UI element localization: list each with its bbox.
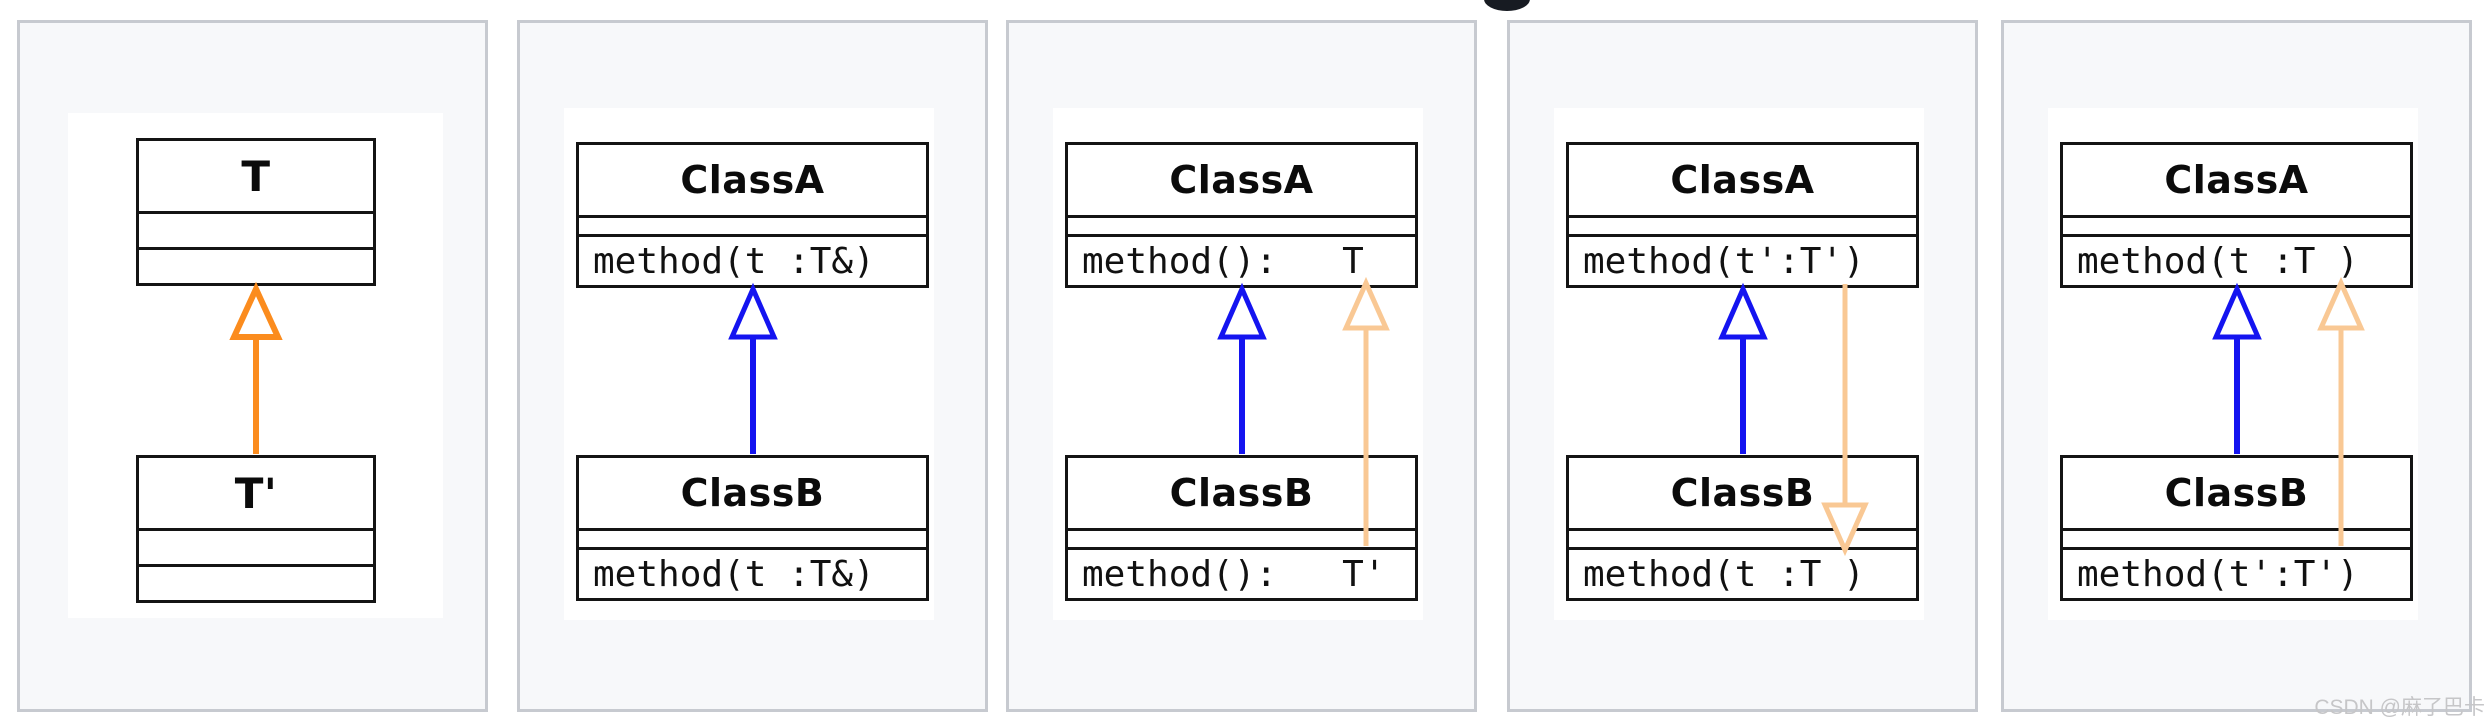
diagram-panel-4: ClassA method(t':T') ClassB method(t :T … xyxy=(1507,20,1978,712)
uml-class-T-prime: T' xyxy=(136,455,376,603)
diagram-panel-3: ClassA method(): T ClassB method(): T' xyxy=(1006,20,1477,712)
class-name: T xyxy=(241,151,271,201)
uml-class-B: ClassB method(): T' xyxy=(1065,455,1418,601)
method-signature: method(t :T&) xyxy=(579,547,926,598)
method-signature: method(t':T') xyxy=(2063,547,2410,598)
attributes-compartment xyxy=(139,528,373,564)
class-name: ClassB xyxy=(1670,471,1815,515)
diagram-panel-5: ClassA method(t :T ) ClassB method(t':T'… xyxy=(2001,20,2472,712)
class-name: ClassA xyxy=(2164,158,2309,202)
csdn-watermark: CSDN @麻了巴卡 xyxy=(2314,696,2485,719)
attributes-compartment xyxy=(1569,528,1916,547)
attributes-compartment xyxy=(1569,215,1916,234)
class-name: T' xyxy=(234,468,278,518)
diagram-panel-generic-types: T T' xyxy=(17,20,488,712)
uml-class-A: ClassA method(t :T&) xyxy=(576,142,929,288)
attributes-compartment xyxy=(579,215,926,234)
method-signature: method(t :T ) xyxy=(1569,547,1916,598)
uml-class-A: ClassA method(t':T') xyxy=(1566,142,1919,288)
cropped-heading-glyph xyxy=(1484,0,1530,11)
method-signature: method(): T' xyxy=(1068,547,1415,598)
class-name: ClassB xyxy=(1169,471,1314,515)
attributes-compartment xyxy=(1068,528,1415,547)
uml-class-A: ClassA method(): T xyxy=(1065,142,1418,288)
diagram-panel-2: ClassA method(t :T&) ClassB method(t :T&… xyxy=(517,20,988,712)
operations-compartment xyxy=(139,564,373,600)
uml-class-T: T xyxy=(136,138,376,286)
class-name: ClassA xyxy=(1670,158,1815,202)
method-signature: method(t :T&) xyxy=(579,234,926,285)
attributes-compartment xyxy=(2063,215,2410,234)
class-name: ClassA xyxy=(1169,158,1314,202)
method-signature: method(t':T') xyxy=(1569,234,1916,285)
attributes-compartment xyxy=(139,211,373,247)
method-signature: method(): T xyxy=(1068,234,1415,285)
attributes-compartment xyxy=(1068,215,1415,234)
uml-class-A: ClassA method(t :T ) xyxy=(2060,142,2413,288)
method-signature: method(t :T ) xyxy=(2063,234,2410,285)
operations-compartment xyxy=(139,247,373,283)
class-name: ClassA xyxy=(680,158,825,202)
class-name: ClassB xyxy=(680,471,825,515)
uml-class-B: ClassB method(t :T ) xyxy=(1566,455,1919,601)
uml-class-B: ClassB method(t :T&) xyxy=(576,455,929,601)
class-name: ClassB xyxy=(2164,471,2309,515)
uml-class-B: ClassB method(t':T') xyxy=(2060,455,2413,601)
attributes-compartment xyxy=(579,528,926,547)
attributes-compartment xyxy=(2063,528,2410,547)
